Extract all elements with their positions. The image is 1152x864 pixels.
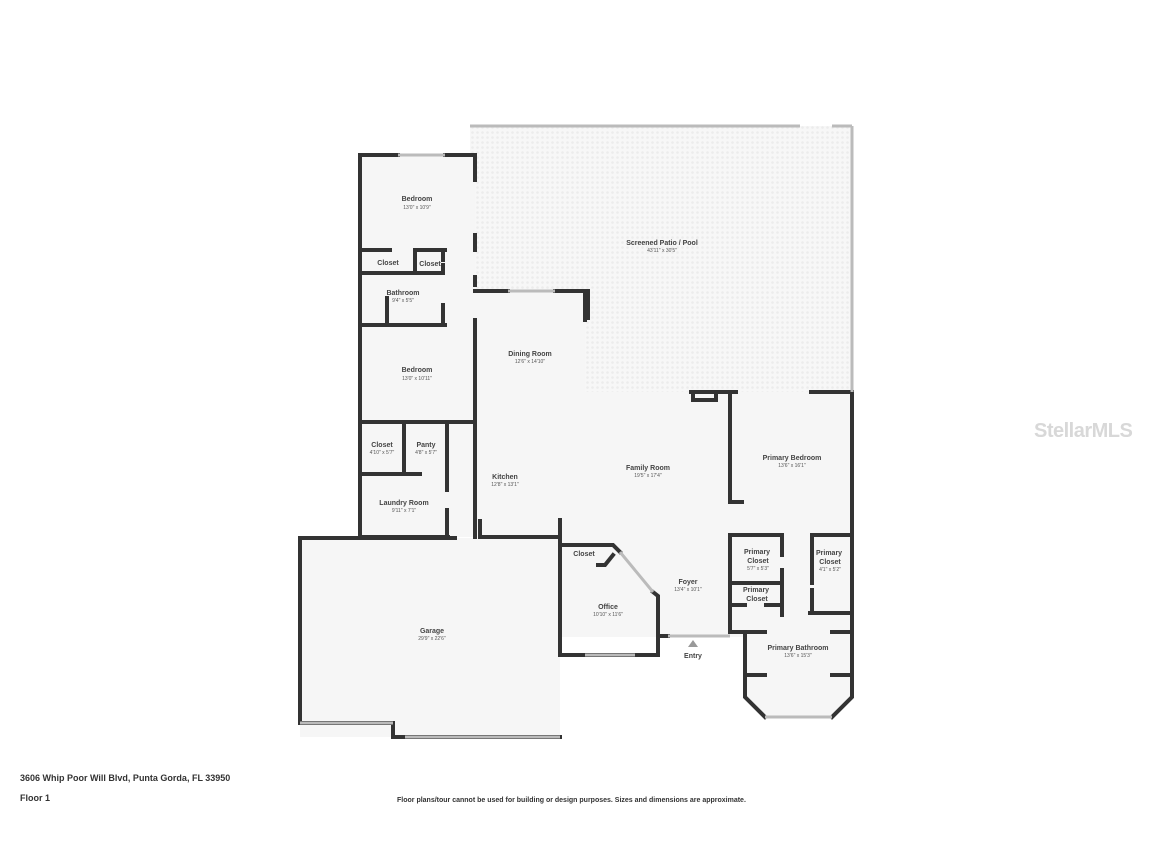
room-dims: 29'9" x 22'6" bbox=[418, 636, 446, 642]
room-name: Primary Closet bbox=[744, 549, 772, 565]
room-dims: 12'6" x 14'10" bbox=[515, 359, 545, 365]
room-labels: Bedroom 13'0" x 10'9" Closet Closet Bathr… bbox=[370, 196, 844, 660]
room-dims: 13'4" x 10'1" bbox=[674, 587, 702, 593]
room-name: Kitchen bbox=[492, 474, 518, 481]
room-dims: 9'11" x 7'1" bbox=[392, 508, 416, 514]
room-name: Closet bbox=[419, 261, 441, 268]
disclaimer: Floor plans/tour cannot be used for buil… bbox=[397, 797, 746, 804]
room-name: Primary Closet bbox=[816, 550, 844, 566]
room-name: Panty bbox=[416, 442, 435, 449]
entry-label: Entry bbox=[684, 653, 702, 660]
floor-label: Floor 1 bbox=[20, 793, 51, 803]
room-name: Closet bbox=[573, 551, 595, 558]
room-name: Primary Bathroom bbox=[767, 645, 828, 652]
room-name: Primary Closet bbox=[743, 587, 771, 603]
room-name: Bedroom bbox=[402, 367, 433, 374]
room-dims: 43'11" x 30'5" bbox=[647, 248, 677, 254]
windows bbox=[300, 124, 854, 739]
room-dims: 4'8" x 5'7" bbox=[415, 450, 437, 456]
room-dims: 12'8" x 13'1" bbox=[491, 482, 519, 488]
room-dims: 4'10" x 5'7" bbox=[370, 450, 395, 456]
room-dims: 4'1" x 5'2" bbox=[819, 567, 841, 573]
room-dims: 13'6" x 15'3" bbox=[784, 653, 812, 659]
walls bbox=[298, 153, 854, 739]
room-name: Dining Room bbox=[508, 351, 552, 358]
address: 3606 Whip Poor Will Blvd, Punta Gorda, F… bbox=[20, 773, 231, 783]
room-name: Laundry Room bbox=[379, 500, 428, 507]
room-name: Bedroom bbox=[402, 196, 433, 203]
room-dims: 13'0" x 10'11" bbox=[402, 376, 432, 382]
room-dims: 9'4" x 5'5" bbox=[392, 298, 414, 304]
room-name: Foyer bbox=[678, 579, 697, 586]
room-name: Office bbox=[598, 604, 618, 611]
room-name: Screened Patio / Pool bbox=[626, 240, 698, 247]
room-name: Family Room bbox=[626, 465, 670, 472]
entry-arrow-icon bbox=[688, 640, 698, 647]
room-dims: 19'5" x 17'4" bbox=[634, 473, 662, 479]
room-dims: 13'6" x 16'1" bbox=[778, 463, 806, 469]
room-name: Primary Bedroom bbox=[763, 455, 822, 462]
room-name: Closet bbox=[371, 442, 393, 449]
room-dims: 5'7" x 5'3" bbox=[747, 566, 769, 572]
room-name: Garage bbox=[420, 628, 444, 635]
interior-floor bbox=[300, 155, 852, 737]
room-dims: 13'0" x 10'9" bbox=[403, 205, 431, 211]
room-dims: 10'10" x 11'6" bbox=[593, 612, 623, 618]
room-name: Closet bbox=[377, 260, 399, 267]
watermark-logo: StellarMLS bbox=[1034, 420, 1133, 442]
room-name: Bathroom bbox=[386, 290, 419, 297]
